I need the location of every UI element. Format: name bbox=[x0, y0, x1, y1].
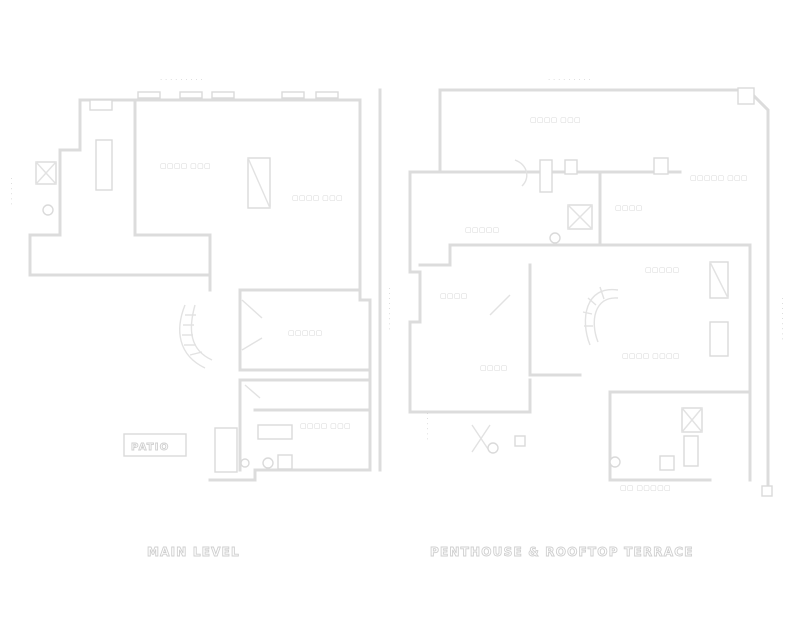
patio-box bbox=[123, 433, 187, 457]
room-label-office: ▢▢▢▢▢ bbox=[645, 266, 680, 274]
sink-fixture bbox=[42, 204, 54, 216]
dim-text-top-right: · · · · · · · · · bbox=[548, 76, 591, 84]
penthouse-spiral-stair bbox=[582, 286, 619, 346]
patio-label: PATIO bbox=[131, 442, 169, 453]
room-label-bath-ph: ▢▢▢▢ bbox=[615, 204, 643, 212]
penthouse-x-box-1 bbox=[567, 204, 593, 230]
penthouse-x-box-3 bbox=[471, 424, 491, 453]
penthouse-plan: · · · · · · · · · bbox=[408, 76, 787, 497]
room-label-terrace-top: ▢▢▢▢ ▢▢▢ bbox=[530, 116, 581, 124]
room-label-bedroom-ph: ▢▢▢▢▢ bbox=[465, 226, 500, 234]
svg-text:· · · · · · · · ·: · · · · · · · · · bbox=[779, 297, 787, 340]
dim-text-top-left: · · · · · · · · · bbox=[160, 76, 203, 84]
appliance-x-box bbox=[35, 161, 57, 185]
room-label-bath: ▢▢▢▢ ▢▢▢ bbox=[300, 422, 351, 430]
svg-text:· · · · · · · · ·: · · · · · · · · · bbox=[386, 287, 394, 330]
kitchen-island bbox=[95, 139, 113, 191]
main-level-spiral-stair bbox=[179, 304, 213, 369]
svg-text:· · · · · ·: · · · · · · bbox=[424, 412, 432, 440]
main-level-plan: · · · · · · · · · ▢▢▢▢ ▢▢▢ ▢▢▢▢ ▢▢▢ ▢▢▢▢ bbox=[8, 76, 394, 482]
room-label-living: ▢▢▢▢ ▢▢▢ bbox=[160, 162, 211, 170]
room-label-living-ph: ▢▢▢▢ ▢▢▢▢ bbox=[622, 352, 680, 360]
room-label-bath-ph-2: ▢▢ ▢▢▢▢▢ bbox=[620, 484, 671, 492]
room-label-dining: ▢▢▢▢ ▢▢▢ bbox=[292, 194, 343, 202]
svg-text:· · · · · ·: · · · · · · bbox=[8, 177, 16, 205]
room-label-closet: ▢▢▢▢ bbox=[480, 364, 508, 372]
penthouse-title: PENTHOUSE & ROOFTOP TERRACE bbox=[430, 545, 694, 559]
main-level-title: MAIN LEVEL bbox=[147, 545, 240, 559]
room-label-bedroom: ▢▢▢▢▢ bbox=[288, 329, 323, 337]
room-label-terrace-right: ▢▢▢▢▢ ▢▢▢ bbox=[690, 174, 748, 182]
room-label-hall-ph: ▢▢▢▢ bbox=[440, 292, 468, 300]
main-level-top-windows bbox=[137, 91, 339, 99]
penthouse-x-box-2 bbox=[681, 407, 703, 433]
